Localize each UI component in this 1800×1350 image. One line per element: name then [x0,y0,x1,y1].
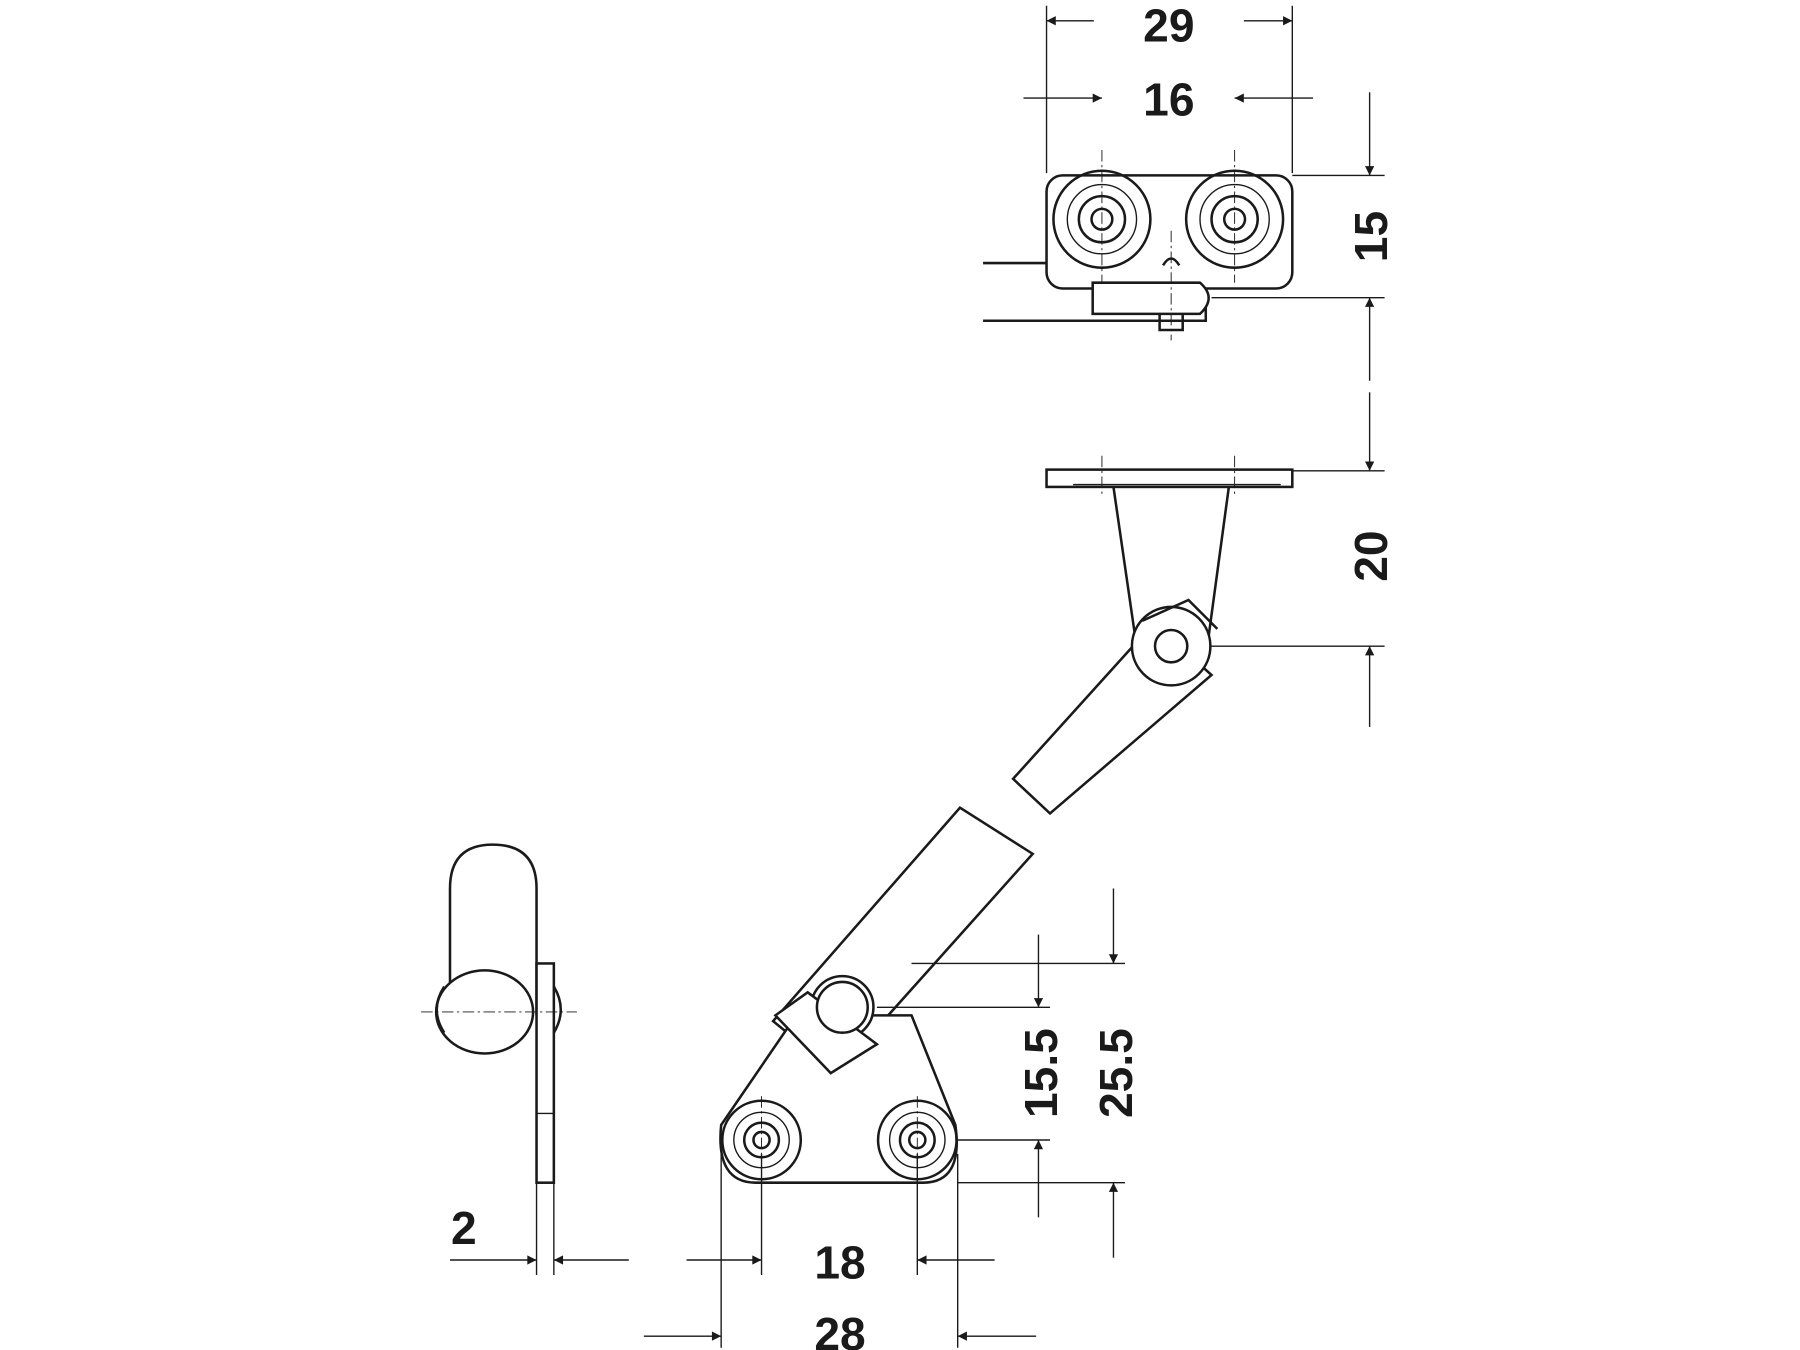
svg-text:28: 28 [814,1308,865,1350]
svg-text:25.5: 25.5 [1090,1028,1142,1118]
dimension-20: 20 [1211,392,1397,727]
lower-plate [719,974,958,1184]
dimension-29: 29 [1045,0,1293,174]
dimension-16: 16 [1023,73,1314,125]
dimension-28: 28 [643,1153,1037,1350]
side-view [421,843,577,1184]
svg-text:18: 18 [814,1236,865,1288]
dimension-2: 2 [449,1182,629,1275]
top-bracket [983,150,1294,341]
svg-text:15: 15 [1345,211,1397,262]
svg-text:15.5: 15.5 [1015,1028,1067,1118]
svg-text:20: 20 [1345,530,1397,581]
dimension-15-5: 15.5 [876,934,1067,1218]
dimension-25-5: 25.5 [911,888,1142,1258]
svg-text:29: 29 [1143,0,1194,52]
dimension-18: 18 [686,1153,995,1288]
dimension-15: 15 [1211,92,1397,381]
svg-text:2: 2 [451,1202,477,1254]
svg-text:16: 16 [1143,73,1194,125]
upper-mount [1045,455,1294,647]
